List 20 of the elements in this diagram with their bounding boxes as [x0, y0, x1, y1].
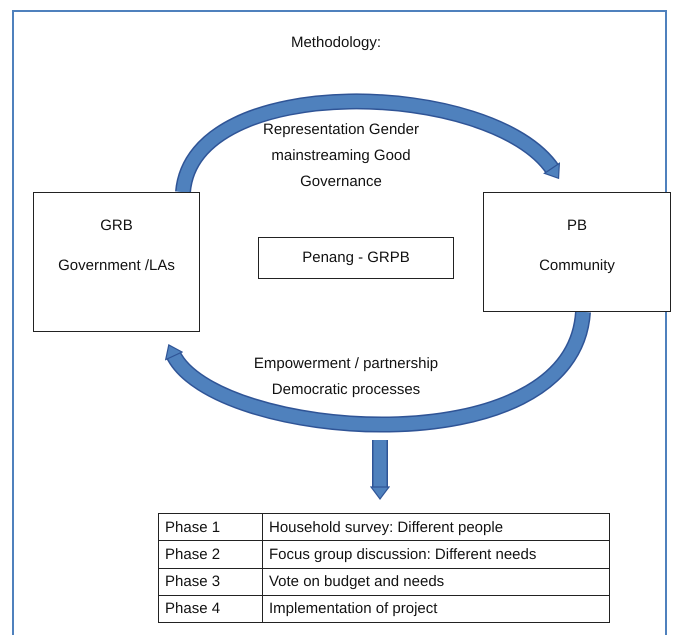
box-heading: PB: [566, 217, 588, 234]
edge-label: Empowerment / partnership Democratic processes: [252, 354, 440, 400]
activity-cell: Vote on budget and needs: [262, 568, 610, 596]
box-label: Community: [538, 257, 616, 274]
center-box: [258, 237, 454, 279]
diagram-title: Methodology:: [290, 33, 382, 53]
phase-table: [158, 513, 610, 623]
actor-box: [33, 192, 200, 332]
phase-cell: Phase 2: [158, 540, 262, 568]
edge-label: Representation Gender mainstreaming Good Governance: [262, 120, 420, 192]
actor-box: [483, 192, 671, 312]
phase-cell: Phase 3: [158, 568, 262, 596]
phase-cell: Phase 4: [158, 595, 262, 622]
activity-cell: Implementation of project: [262, 595, 610, 622]
activity-cell: Focus group discussion: Different needs: [262, 540, 610, 568]
box-heading: GRB: [99, 217, 134, 234]
activity-cell: Household survey: Different people: [262, 514, 610, 541]
box-label: Penang - GRPB: [301, 249, 411, 266]
box-label: Government /LAs: [57, 257, 176, 274]
phase-cell: Phase 1: [158, 514, 262, 541]
